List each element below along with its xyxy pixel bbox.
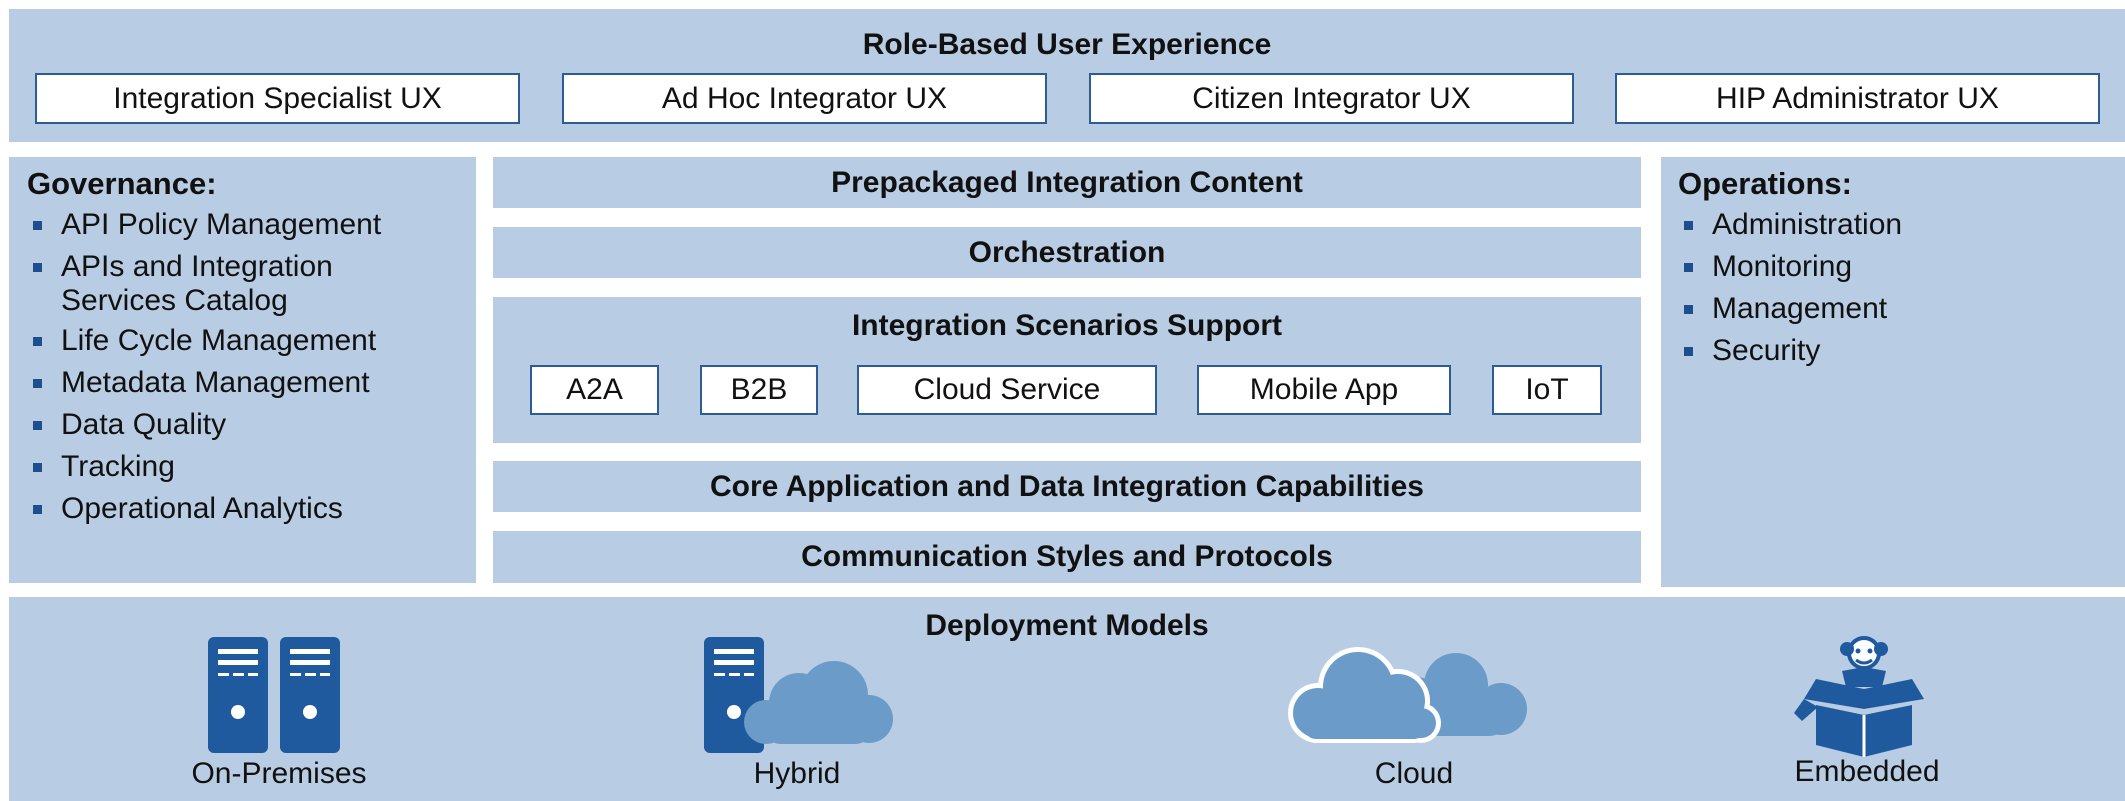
governance-list: API Policy Management APIs and Integrati… — [30, 210, 470, 536]
cloud-icon — [1288, 647, 1527, 743]
ux-hip-administrator: HIP Administrator UX — [1615, 73, 2100, 124]
role-ux-title: Role-Based User Experience — [862, 28, 1272, 61]
orchestration-bar: Orchestration — [493, 227, 1641, 278]
role-ux-panel: Role-Based User Experience Integration S… — [9, 9, 2125, 142]
bullet-icon — [33, 379, 42, 388]
deployment-on-premises-label: On-Premises — [191, 757, 367, 790]
bullet-icon — [33, 421, 42, 430]
bullet-icon — [33, 263, 42, 272]
deployment-hybrid-label: Hybrid — [753, 757, 841, 790]
operations-heading: Operations: — [1678, 166, 1852, 201]
list-item: Security — [1681, 336, 2101, 366]
list-item: Administration — [1681, 210, 2101, 240]
integration-scenarios-panel: Integration Scenarios Support A2A B2B Cl… — [493, 297, 1641, 443]
bullet-icon — [1684, 221, 1693, 230]
governance-heading: Governance: — [27, 166, 217, 201]
box-icon — [1794, 636, 1924, 757]
list-item: Monitoring — [1681, 252, 2101, 282]
server-cloud-icon — [704, 637, 893, 753]
list-item: Data Quality — [30, 410, 470, 440]
operations-panel: Operations: Administration Monitoring Ma… — [1661, 157, 2125, 587]
bullet-icon — [33, 337, 42, 346]
ux-integration-specialist: Integration Specialist UX — [35, 73, 520, 124]
scenario-iot: IoT — [1492, 365, 1602, 415]
communication-styles-bar: Communication Styles and Protocols — [493, 531, 1641, 583]
bullet-icon — [33, 221, 42, 230]
deployment-cloud-label: Cloud — [1374, 757, 1454, 790]
list-item: APIs and Integration Services Catalog — [30, 250, 470, 318]
list-item: Life Cycle Management — [30, 326, 470, 356]
deployment-embedded-label: Embedded — [1794, 755, 1940, 788]
list-item: Tracking — [30, 452, 470, 482]
list-item: Operational Analytics — [30, 494, 470, 524]
scenario-a2a: A2A — [530, 365, 659, 415]
governance-panel: Governance: API Policy Management APIs a… — [9, 157, 476, 583]
ux-ad-hoc-integrator: Ad Hoc Integrator UX — [562, 73, 1047, 124]
scenario-cloud-service: Cloud Service — [857, 365, 1157, 415]
server-icon — [208, 637, 340, 753]
scenario-mobile-app: Mobile App — [1197, 365, 1451, 415]
prepackaged-content-bar: Prepackaged Integration Content — [493, 157, 1641, 208]
list-item: Metadata Management — [30, 368, 470, 398]
operations-list: Administration Monitoring Management Sec… — [1681, 210, 2101, 378]
integration-scenarios-title: Integration Scenarios Support — [851, 309, 1283, 342]
deployment-title: Deployment Models — [925, 609, 1209, 642]
bullet-icon — [33, 463, 42, 472]
bullet-icon — [1684, 263, 1693, 272]
bullet-icon — [33, 505, 42, 514]
bullet-icon — [1684, 347, 1693, 356]
scenario-b2b: B2B — [700, 365, 818, 415]
ux-citizen-integrator: Citizen Integrator UX — [1089, 73, 1574, 124]
bullet-icon — [1684, 305, 1693, 314]
core-capabilities-bar: Core Application and Data Integration Ca… — [493, 461, 1641, 512]
list-item: Management — [1681, 294, 2101, 324]
list-item: API Policy Management — [30, 210, 470, 240]
deployment-panel: Deployment Models On-Premises Hybrid — [9, 597, 2125, 801]
